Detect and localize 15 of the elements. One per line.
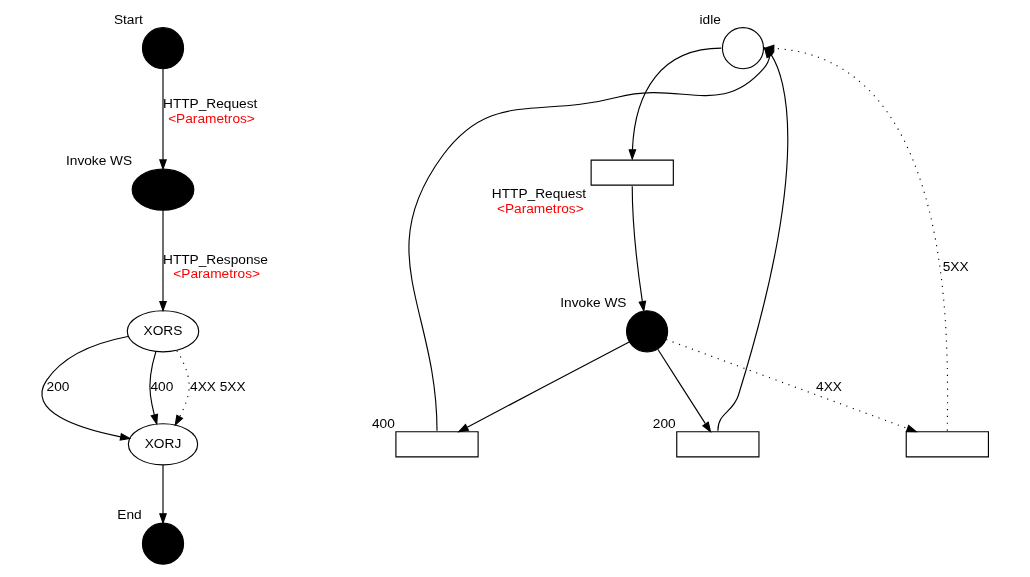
node-label: Start: [113, 11, 143, 27]
edge-label: 4XX: [816, 379, 842, 395]
edge-label: 5XX: [942, 258, 969, 274]
node-label: idle: [699, 11, 721, 27]
node-label: Invoke WS: [560, 294, 627, 310]
node-label: HTTP_Request <Parametros>: [491, 186, 587, 217]
node-label: 200: [652, 415, 676, 431]
edge-label: 400: [150, 379, 174, 395]
edge-label: 4XX 5XX: [190, 379, 246, 395]
node-label: Invoke WS: [65, 153, 133, 169]
edge-label: HTTP_Response <Parametros>: [163, 251, 268, 282]
edge-label: 200: [46, 379, 70, 395]
edge-label: HTTP_Request <Parametros>: [163, 96, 258, 127]
node-label: End: [117, 507, 142, 523]
node-label: 400: [371, 415, 395, 431]
